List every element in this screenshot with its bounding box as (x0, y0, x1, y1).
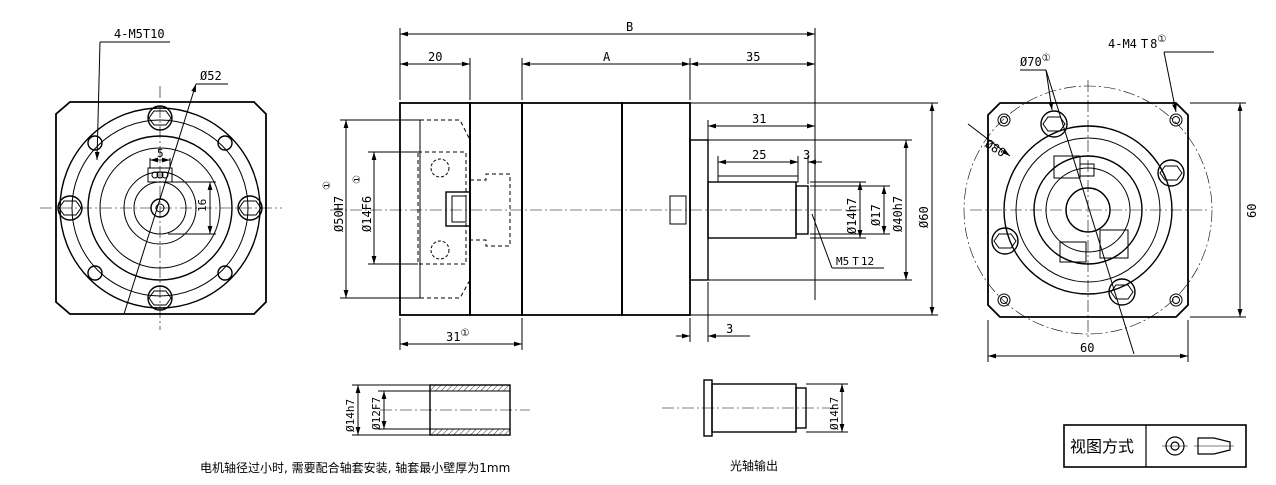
projection-symbol-icon (1162, 436, 1234, 456)
left-key-width-label: 5 (157, 147, 164, 160)
dim-A-label: A (603, 50, 611, 64)
smooth-shaft-od-label: Ø14h7 (828, 397, 841, 430)
dim-20-label: 20 (428, 50, 442, 64)
body-dia-label: Ø60 (917, 206, 931, 228)
sleeve-detail (352, 384, 530, 436)
sleeve-od-label: Ø14h7 (344, 399, 357, 432)
dim-35-label: 35 (746, 50, 760, 64)
main-side-view (330, 28, 938, 350)
dim-31-shaft-label: 31 (752, 112, 766, 126)
input-circled-mark: ① (352, 175, 363, 184)
d17-label: Ø17 (869, 204, 883, 226)
view-method-label: 视图方式 (1070, 437, 1134, 456)
bore-circled-mark: ① (322, 181, 333, 190)
view-method-box (1063, 424, 1247, 468)
dim-31-bottom-label: 31① (446, 328, 469, 344)
right-tap-label: Ø80 (982, 137, 1008, 160)
left-holes-label: 4-M5T10 (114, 27, 165, 41)
left-front-view (40, 41, 282, 330)
shaft-dia-label: Ø14h7 (845, 198, 859, 234)
sleeve-caption: 电机轴径过小时, 需要配合轴套安装, 轴套最小壁厚为1mm (200, 460, 510, 475)
dim-25-label: 25 (752, 148, 766, 162)
left-pcd-label: Ø52 (200, 69, 222, 83)
sleeve-id-label: Ø12F7 (370, 397, 383, 430)
right-height-label: 60 (1245, 204, 1259, 218)
left-key-height-label: 16 (196, 199, 209, 212)
dim-B-label: B (626, 20, 633, 34)
dim-3-bottom-label: 3 (726, 322, 733, 336)
right-width-label: 60 (1080, 341, 1094, 355)
smooth-shaft-detail (662, 379, 848, 437)
right-front-view (963, 51, 1246, 362)
pilot-label: Ø40h7 (891, 196, 905, 232)
input-bore-label: Ø14F6 (360, 196, 374, 232)
right-pcd-label: Ø70① (1020, 53, 1051, 69)
smooth-shaft-caption: 光轴输出 (730, 458, 778, 473)
dim-3-top-label: 3 (803, 148, 810, 162)
bore-label: Ø50H7 (332, 196, 346, 232)
